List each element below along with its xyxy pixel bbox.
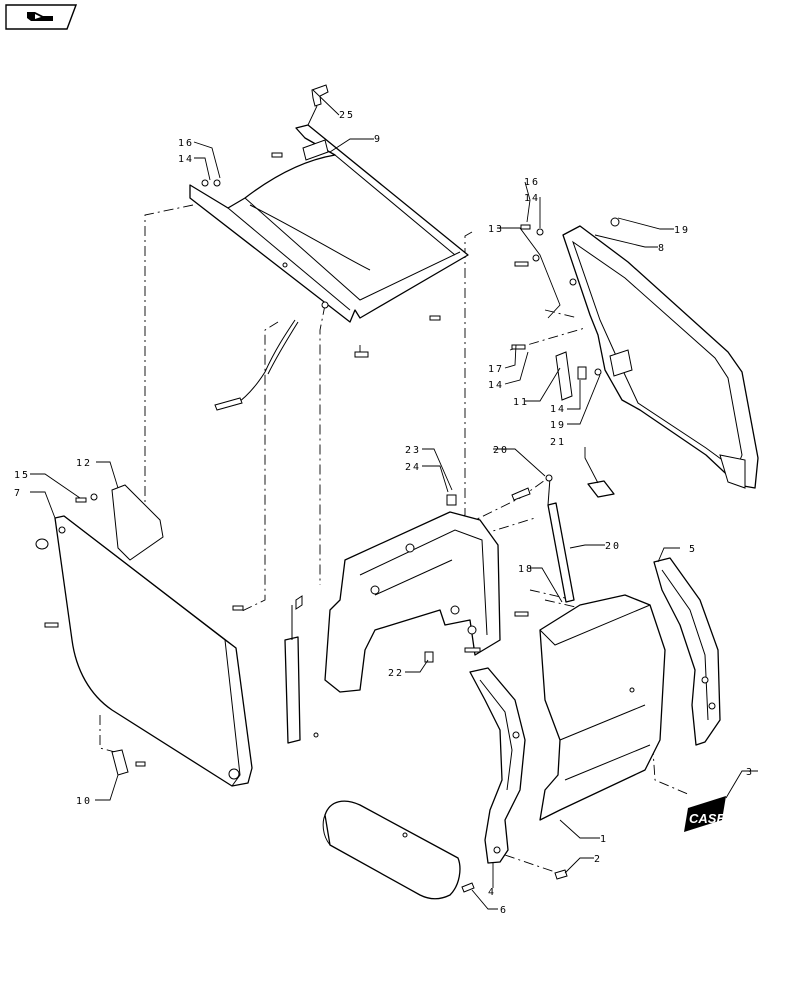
center-frame xyxy=(324,487,531,693)
cable-assembly xyxy=(214,319,299,411)
callout-16: 16 xyxy=(524,177,540,188)
knob-25 xyxy=(307,84,329,126)
callout-14: 14 xyxy=(524,193,540,204)
page-turn-icon xyxy=(27,12,53,21)
gas-strut-20 xyxy=(545,474,575,603)
left-post-4 xyxy=(469,667,526,864)
left-door-hardware xyxy=(35,484,244,776)
callout-21: 21 xyxy=(550,437,566,448)
strip-21 xyxy=(587,480,615,498)
page-nav-button[interactable] xyxy=(5,4,78,30)
leader-lines xyxy=(30,89,758,910)
case-decal-text: CASE xyxy=(689,811,725,826)
screw-2 xyxy=(554,869,568,880)
callout-25: 25 xyxy=(339,110,355,121)
callout-19: 20 xyxy=(493,445,509,456)
rear-panel-1 xyxy=(539,594,666,821)
callout-15: 15 xyxy=(14,470,30,481)
callout-14: 14 xyxy=(550,404,566,415)
callout-5: 5 xyxy=(689,544,697,555)
callout-22: 22 xyxy=(388,668,404,679)
gas-strut-left xyxy=(284,595,319,744)
callout-2: 2 xyxy=(594,854,602,865)
case-decal-3: CASE xyxy=(684,796,726,832)
callout-9: 9 xyxy=(374,134,382,145)
callout-11: 11 xyxy=(513,397,529,408)
callout-7: 7 xyxy=(14,488,22,499)
callout-16: 17 xyxy=(488,364,504,375)
callout-18: 19 xyxy=(674,225,690,236)
callout-13: 13 xyxy=(488,224,504,235)
roof-hardware xyxy=(201,152,441,358)
right-post-5 xyxy=(653,557,721,746)
callout-24: 24 xyxy=(405,462,421,473)
callout-14: 14 xyxy=(488,380,504,391)
right-door-8 xyxy=(562,225,759,489)
callout-19: 18 xyxy=(518,564,534,575)
callout-3: 3 xyxy=(746,767,754,778)
callout-10: 10 xyxy=(76,796,92,807)
callout-1: 1 xyxy=(600,834,608,845)
callout-12: 12 xyxy=(76,458,92,469)
left-door-7 xyxy=(54,515,253,787)
callout-20: 20 xyxy=(605,541,621,552)
cylinder-6 xyxy=(322,800,475,900)
callout-16: 16 xyxy=(178,138,194,149)
roof-panel-9 xyxy=(189,124,469,323)
callout-23: 23 xyxy=(405,445,421,456)
callout-17: 19 xyxy=(550,420,566,431)
callout-14: 14 xyxy=(178,154,194,165)
callout-4: 4 xyxy=(488,887,496,898)
callout-6: 6 xyxy=(500,905,508,916)
callout-labels: 25 9 16 14 16 14 13 19 8 17 14 11 14 19 … xyxy=(14,110,754,916)
right-door-hardware xyxy=(511,217,620,401)
callout-8: 8 xyxy=(658,243,666,254)
